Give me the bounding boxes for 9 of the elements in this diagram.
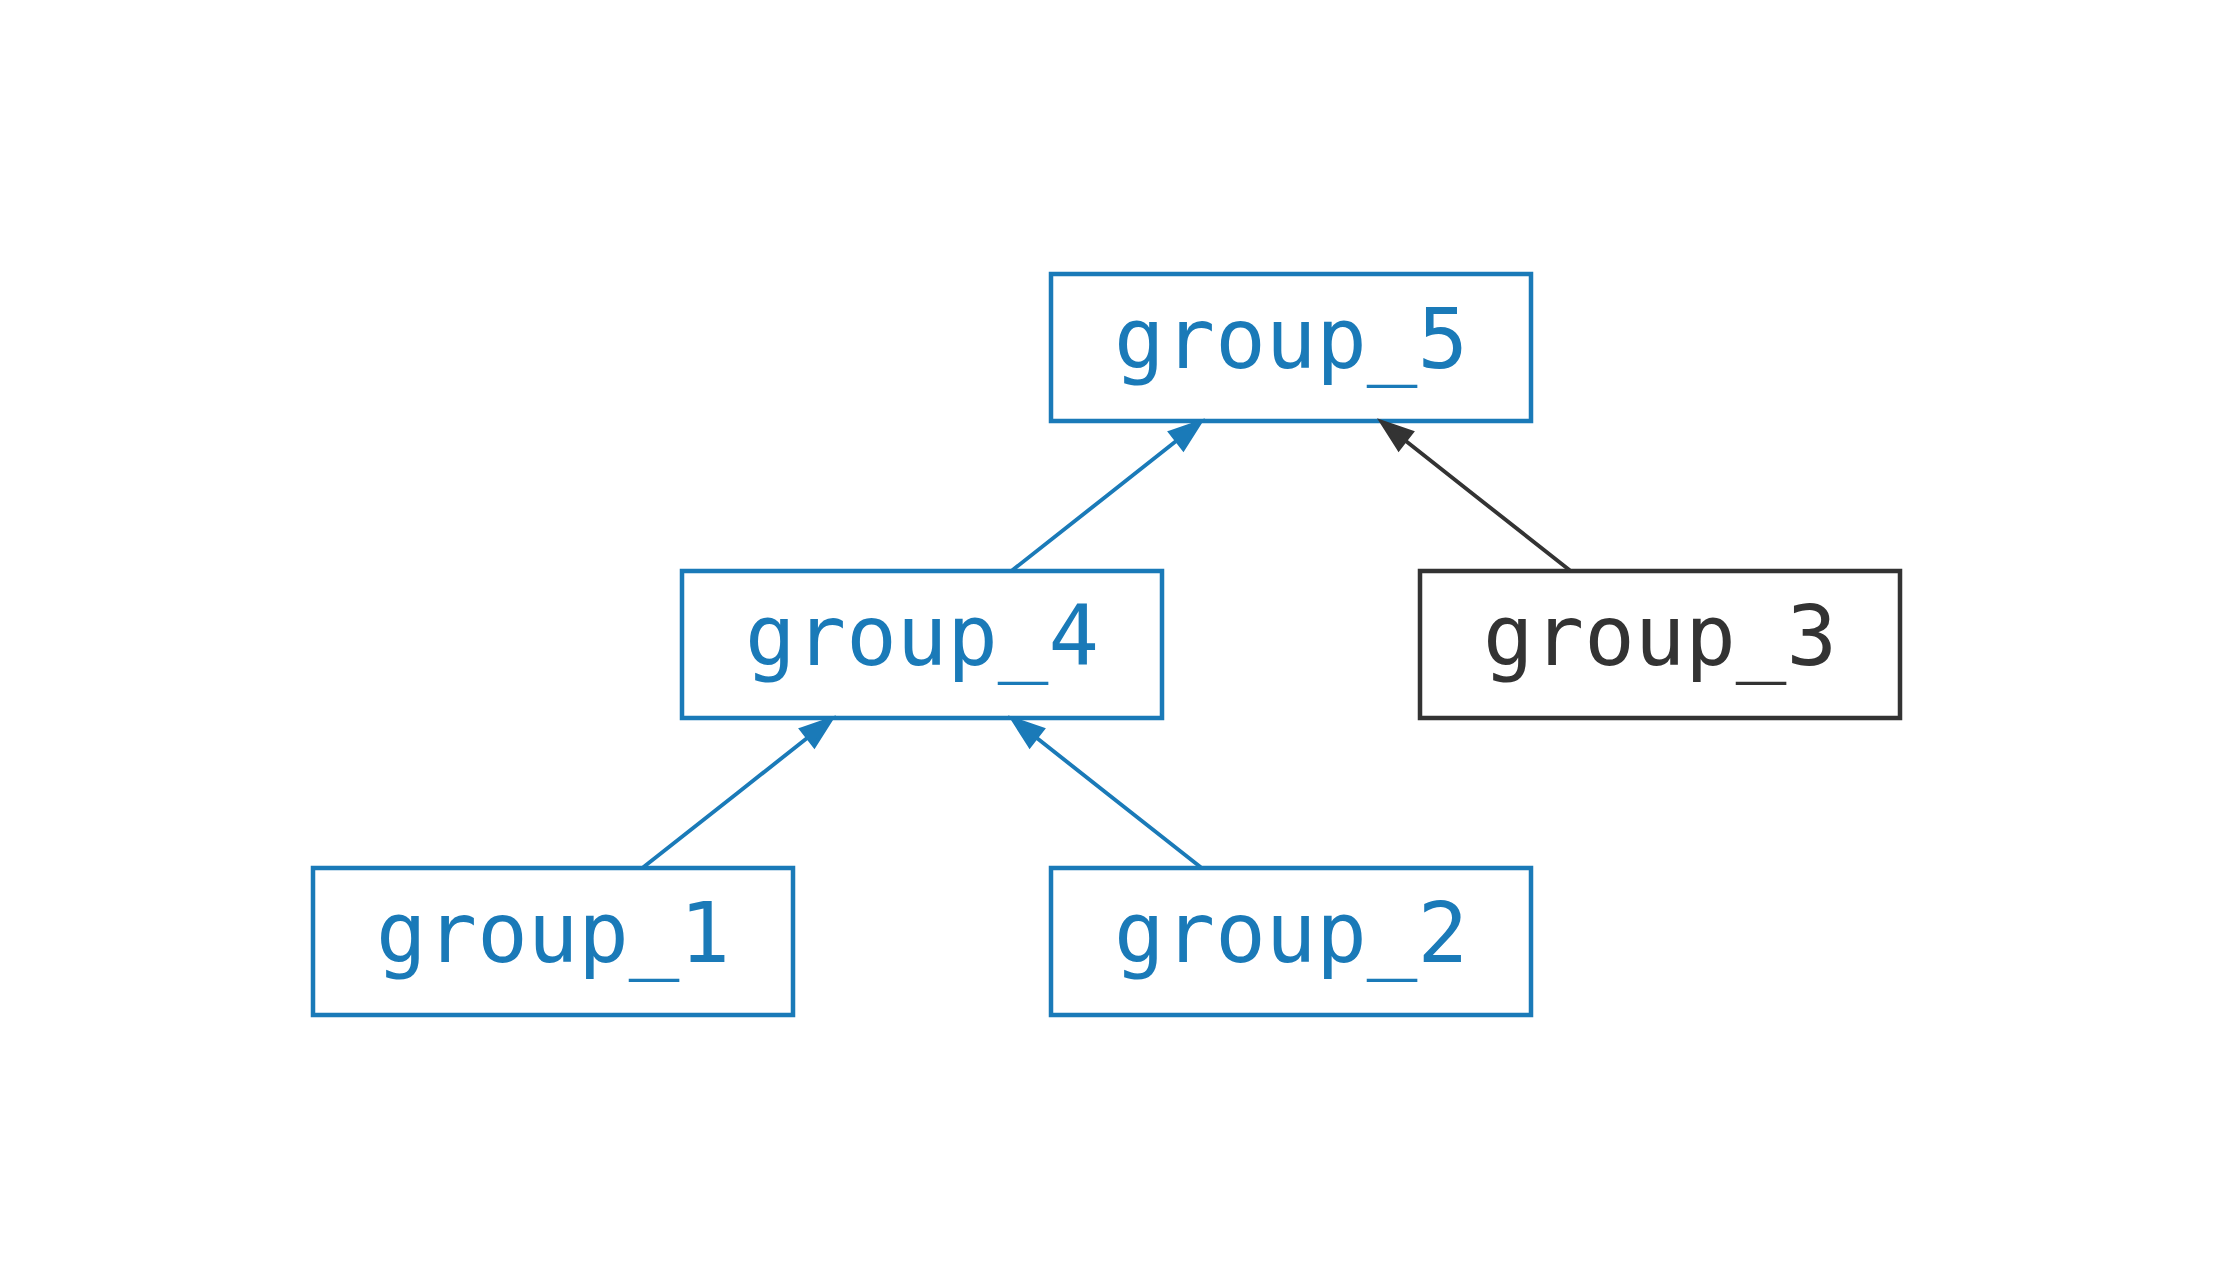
node-box: group_3 — [1417, 568, 1903, 720]
arrow — [642, 714, 837, 869]
arrow — [1376, 417, 1571, 572]
node-box: group_1 — [310, 865, 796, 1017]
node-box: group_4 — [679, 568, 1165, 720]
node-box: group_5 — [1048, 271, 1534, 423]
node-box: group_2 — [1048, 865, 1534, 1017]
arrow — [1007, 714, 1202, 869]
arrow — [1011, 417, 1206, 572]
